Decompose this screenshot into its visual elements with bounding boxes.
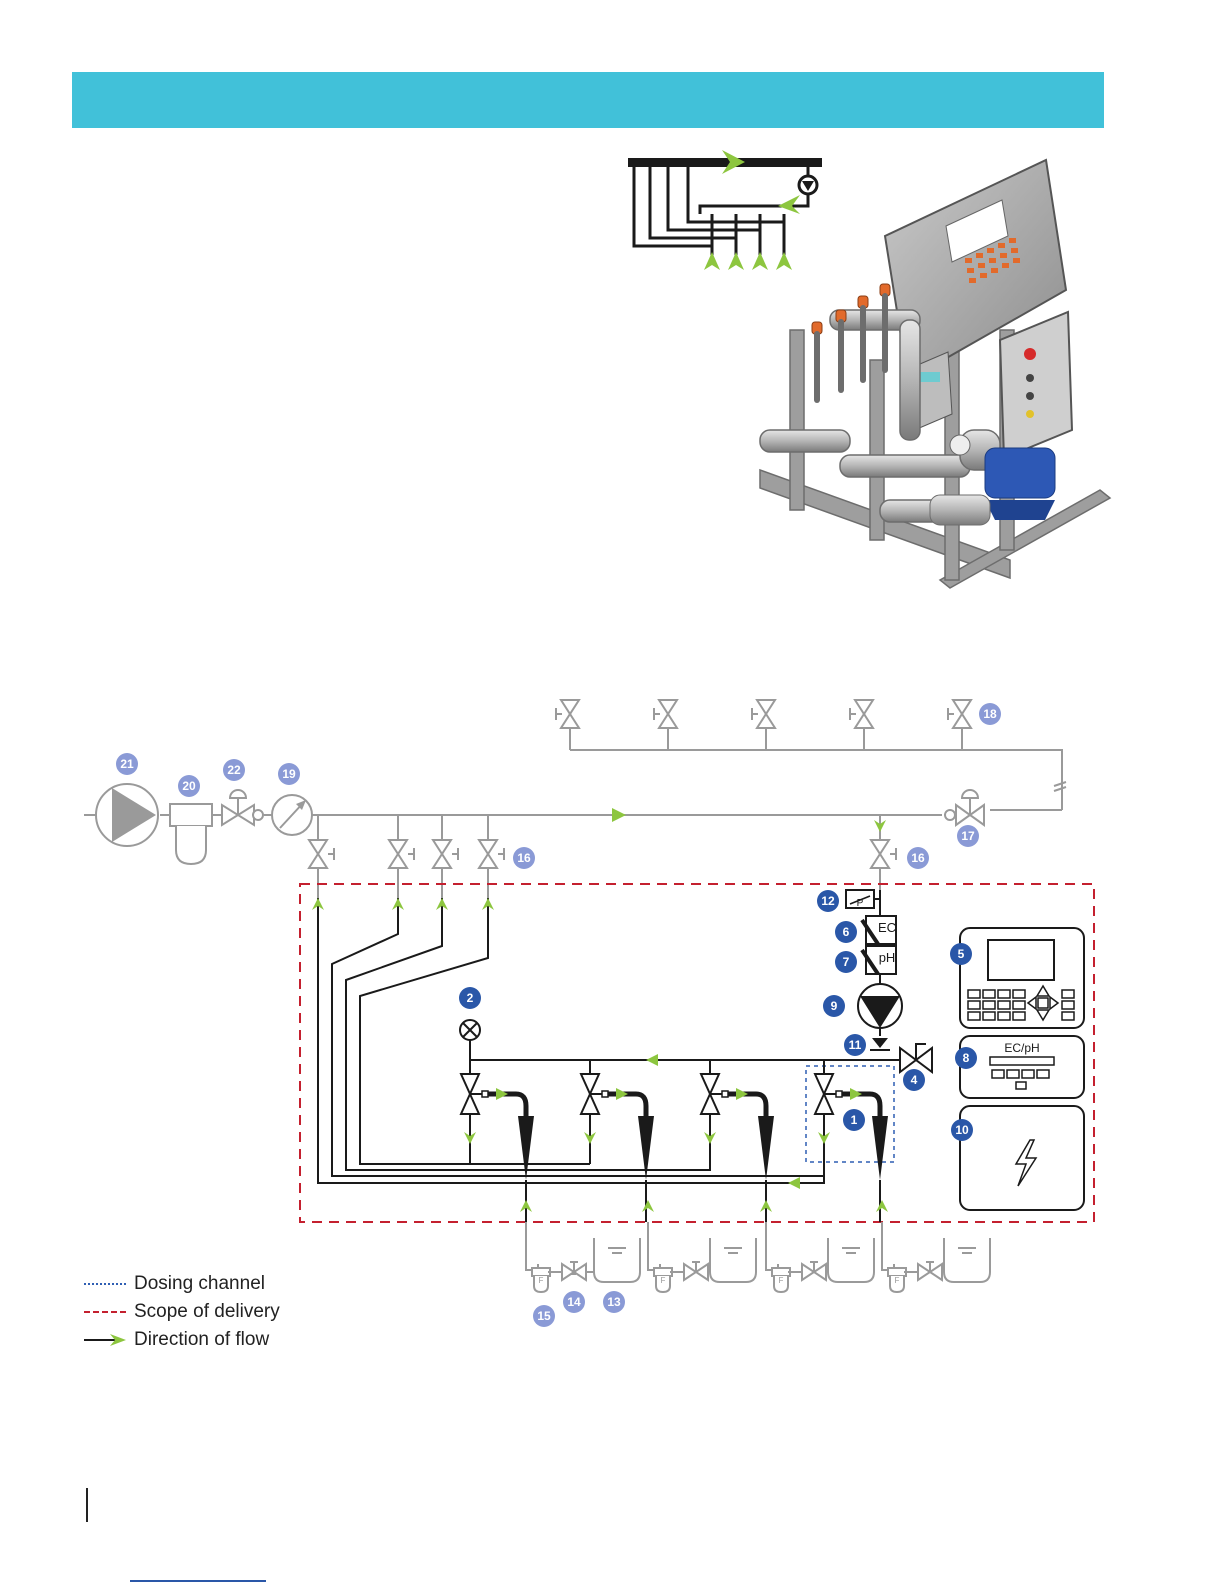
svg-text:12: 12 (821, 894, 835, 908)
mixing-valve (460, 1020, 480, 1040)
ec-sensor: EC (862, 916, 896, 944)
svg-text:20: 20 (182, 779, 196, 793)
svg-text:2: 2 (467, 991, 474, 1005)
svg-text:9: 9 (831, 999, 838, 1013)
filter-icon (170, 804, 212, 826)
return-valve (945, 790, 984, 825)
badge-18: 18 (979, 703, 1001, 725)
badge-16-right: 16 (907, 847, 929, 869)
badge-13: 13 (603, 1291, 625, 1313)
badge-15: 15 (533, 1305, 555, 1327)
scope-swatch (84, 1305, 132, 1319)
overview-diagram (628, 150, 822, 270)
badge-7: 7 (835, 951, 857, 973)
badge-8: 8 (955, 1047, 977, 1069)
badge-19: 19 (278, 763, 300, 785)
flow-arrows (312, 898, 830, 1189)
svg-text:21: 21 (120, 757, 134, 771)
svg-text:15: 15 (537, 1309, 551, 1323)
main-filter (170, 804, 212, 864)
tank-units (526, 1222, 990, 1292)
svg-text:11: 11 (849, 1038, 862, 1052)
svg-text:16: 16 (517, 851, 531, 865)
badge-14: 14 (563, 1291, 585, 1313)
inlet-valves (309, 840, 896, 868)
badge-16-left: 16 (513, 847, 535, 869)
pressure-sensor: P (846, 890, 880, 909)
ec-label: EC (878, 920, 896, 935)
footer-rule (130, 1580, 266, 1582)
svg-text:6: 6 (843, 925, 850, 939)
ph-label: pH (879, 950, 896, 965)
svg-text:8: 8 (963, 1051, 970, 1065)
badge-6: 6 (835, 921, 857, 943)
supply-line (84, 815, 942, 898)
drain-valve (880, 1044, 932, 1072)
svg-text:10: 10 (955, 1123, 969, 1137)
outlet-manifold (570, 728, 1066, 810)
svg-text:19: 19 (282, 767, 296, 781)
svg-text:13: 13 (607, 1295, 621, 1309)
filter-label: F (539, 1276, 544, 1285)
dosing-pump (858, 984, 902, 1028)
legend-row-scope: Scope of delivery (84, 1298, 280, 1326)
badge-4: 4 (903, 1069, 925, 1091)
svg-text:7: 7 (843, 955, 850, 969)
svg-text:14: 14 (567, 1295, 581, 1309)
svg-text:18: 18 (983, 707, 997, 721)
filter-label: F (779, 1276, 784, 1285)
badge-11: 11 (844, 1034, 866, 1056)
ec-ph-module-label: EC/pH (1004, 1041, 1039, 1055)
filter-label: F (661, 1276, 666, 1285)
ph-sensor: pH (862, 946, 896, 974)
legend-label: Dosing channel (134, 1273, 265, 1295)
badge-22: 22 (223, 759, 245, 781)
legend-row-flow: Direction of flow (84, 1326, 280, 1354)
legend: Dosing channel Scope of delivery Directi… (84, 1270, 280, 1354)
badge-1: 1 (843, 1109, 865, 1131)
badge-20: 20 (178, 775, 200, 797)
page-margin-mark (86, 1488, 88, 1522)
ec-ph-module: EC/pH (960, 1036, 1084, 1098)
badge-5: 5 (950, 943, 972, 965)
internal-piping (318, 890, 880, 1183)
flow-arrow-icon (84, 1333, 132, 1347)
tank-filter-labels: F F F F (539, 1276, 900, 1285)
controller-panel (960, 928, 1084, 1028)
check-valve (870, 1038, 890, 1050)
main-pump (96, 784, 158, 846)
filter-label: F (895, 1276, 900, 1285)
svg-text:22: 22 (227, 763, 241, 777)
badge-2: 2 (459, 987, 481, 1009)
badge-17: 17 (957, 825, 979, 847)
svg-text:1: 1 (851, 1113, 858, 1127)
legend-label: Scope of delivery (134, 1301, 280, 1323)
legend-row-dosing: Dosing channel (84, 1270, 280, 1298)
pressure-label: P (857, 898, 864, 909)
badge-21: 21 (116, 753, 138, 775)
dosing-channel-swatch (84, 1277, 132, 1291)
badge-9: 9 (823, 995, 845, 1017)
tank-inlet-arrows (520, 1200, 888, 1212)
svg-text:17: 17 (961, 829, 975, 843)
power-supply (960, 1106, 1084, 1210)
svg-text:4: 4 (911, 1073, 918, 1087)
flow-arrow-icon (612, 808, 626, 822)
badge-10: 10 (951, 1119, 973, 1141)
badge-12: 12 (817, 890, 839, 912)
svg-text:16: 16 (911, 851, 925, 865)
machine-illustration (760, 160, 1110, 588)
svg-text:5: 5 (958, 947, 965, 961)
outlet-valves (556, 700, 971, 728)
legend-label: Direction of flow (134, 1329, 269, 1351)
manometer (272, 795, 312, 835)
pressure-reducer (222, 790, 263, 825)
